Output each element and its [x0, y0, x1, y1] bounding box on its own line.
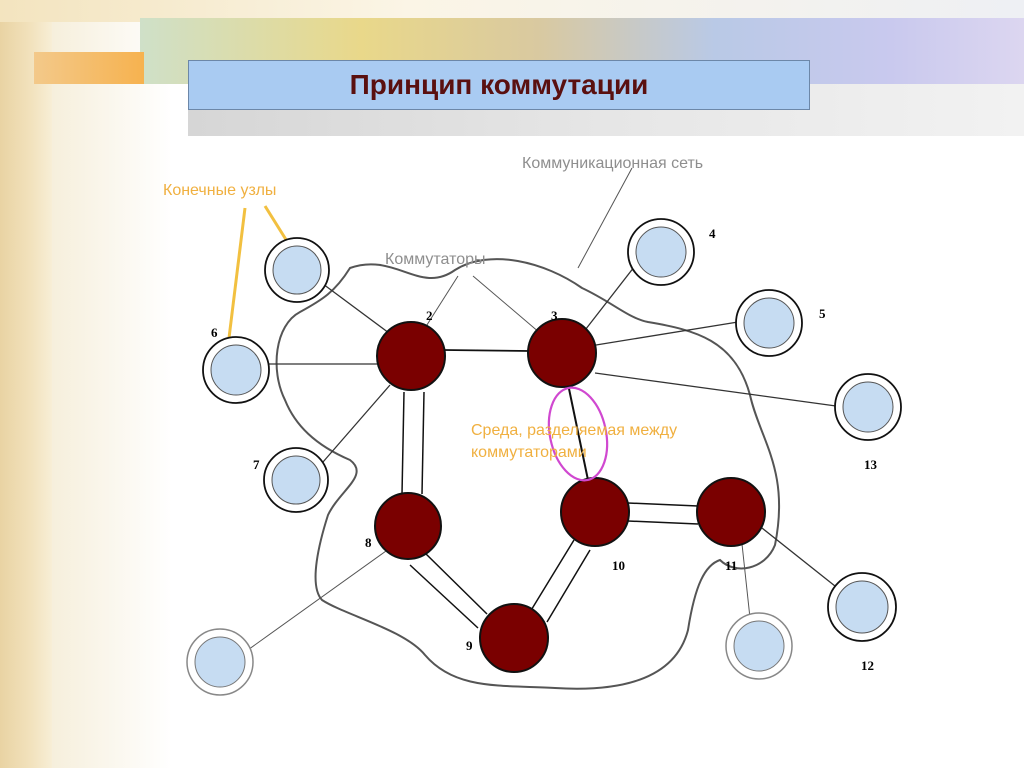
node-number-10: 10 [612, 558, 625, 573]
label-end-nodes: Конечные узлы [163, 182, 276, 199]
node-number-13: 13 [864, 457, 878, 472]
node-number-3: 3 [551, 308, 558, 323]
end-node-4 [627, 218, 695, 286]
link-node1-switch2 [322, 283, 394, 337]
node-number-7: 7 [253, 457, 260, 472]
link-node5-switch3 [595, 321, 739, 346]
background-left-fade [52, 0, 172, 768]
shared-medium-highlight [547, 386, 609, 482]
link-node4-switch3 [581, 261, 639, 335]
label-network: Коммуникационная сеть [522, 155, 703, 172]
callout-network-line [577, 167, 633, 269]
switch-8 [374, 492, 442, 560]
link-switch10-switch11 [627, 502, 699, 525]
node-number-9: 9 [466, 638, 473, 653]
link-node-bottom-left-switch8 [244, 550, 387, 653]
switch-11 [696, 477, 766, 547]
link-node12-switch11 [761, 527, 841, 591]
node-number-4: 4 [709, 226, 716, 241]
end-node-6 [202, 336, 270, 404]
node-number-8: 8 [365, 535, 372, 550]
switch-10 [560, 477, 630, 547]
end-node-7 [263, 447, 329, 513]
node-number-12: 12 [861, 658, 874, 673]
background-top-strip [0, 0, 1024, 22]
label-shared-medium-line1: Среда, разделяемая между [471, 422, 677, 439]
link-switch9-switch10 [529, 539, 591, 623]
switch-2 [376, 321, 446, 391]
link-switch2-switch3 [443, 349, 531, 352]
background-left-texture [0, 0, 52, 768]
end-node-13 [834, 373, 902, 441]
end-node-bottom-left [186, 628, 254, 696]
callout-switches-line-b [472, 275, 541, 334]
switch-9 [479, 603, 549, 673]
label-switches: Коммутаторы [385, 251, 486, 268]
callout-end-nodes-line-b [227, 207, 247, 339]
link-switch8-switch9 [409, 551, 488, 629]
node-number-6: 6 [211, 325, 218, 340]
link-node13-switch3 [594, 372, 837, 407]
link-node-bottom-right-switch11 [741, 543, 751, 619]
callout-switches-line-a [424, 275, 459, 329]
node-number-11: 11 [725, 558, 737, 573]
link-switch3-switch10 [567, 383, 589, 481]
link-switch2-switch8 [401, 391, 425, 495]
title-box: Принцип коммутации [188, 60, 810, 110]
node-number-5: 5 [819, 306, 826, 321]
link-node7-switch2 [322, 384, 391, 463]
switch-3 [527, 318, 597, 388]
label-shared-medium-line2: коммутаторами [471, 444, 587, 461]
end-node-12 [827, 572, 897, 642]
end-node-1 [264, 237, 330, 303]
page-title: Принцип коммутации [349, 69, 649, 100]
network-cloud-outline [275, 258, 780, 690]
background-orange-accent [34, 52, 144, 84]
end-node-5 [735, 289, 803, 357]
end-node-bottom-right [725, 612, 793, 680]
node-number-2: 2 [426, 308, 433, 323]
